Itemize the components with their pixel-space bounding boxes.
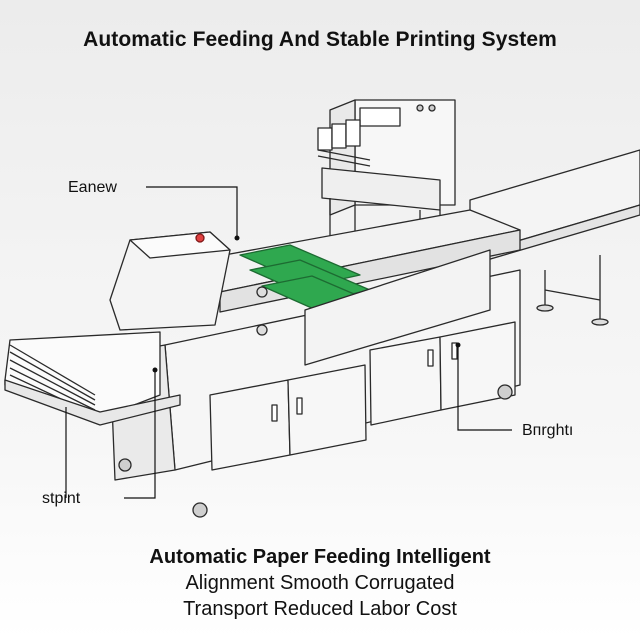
callout-line-top — [146, 186, 238, 238]
callout-label-top: Eanew — [68, 179, 117, 196]
casters — [118, 384, 513, 518]
paper-stack — [4, 331, 181, 426]
cabinet-doors — [209, 321, 516, 471]
callout-label-right: Bпrghtı — [522, 422, 574, 439]
print-head-unit — [317, 99, 456, 270]
caption-line-1: Automatic Paper Feeding Intelligent — [149, 546, 491, 568]
page-title: Automatic Feeding And Stable Printing Sy… — [83, 28, 557, 51]
caption-line-2: Alignment Smooth Corrugated — [185, 572, 455, 594]
caption-line-3: Transport Reduced Labor Cost — [183, 598, 457, 620]
feeder-hood — [109, 231, 231, 331]
side-guide-panel — [256, 249, 491, 366]
caption: Automatic Paper Feeding Intelligent Alig… — [0, 544, 640, 622]
callout-line-left-b — [124, 370, 156, 499]
callout-label-left: stpint — [42, 490, 81, 507]
callout-line-right — [457, 345, 512, 431]
